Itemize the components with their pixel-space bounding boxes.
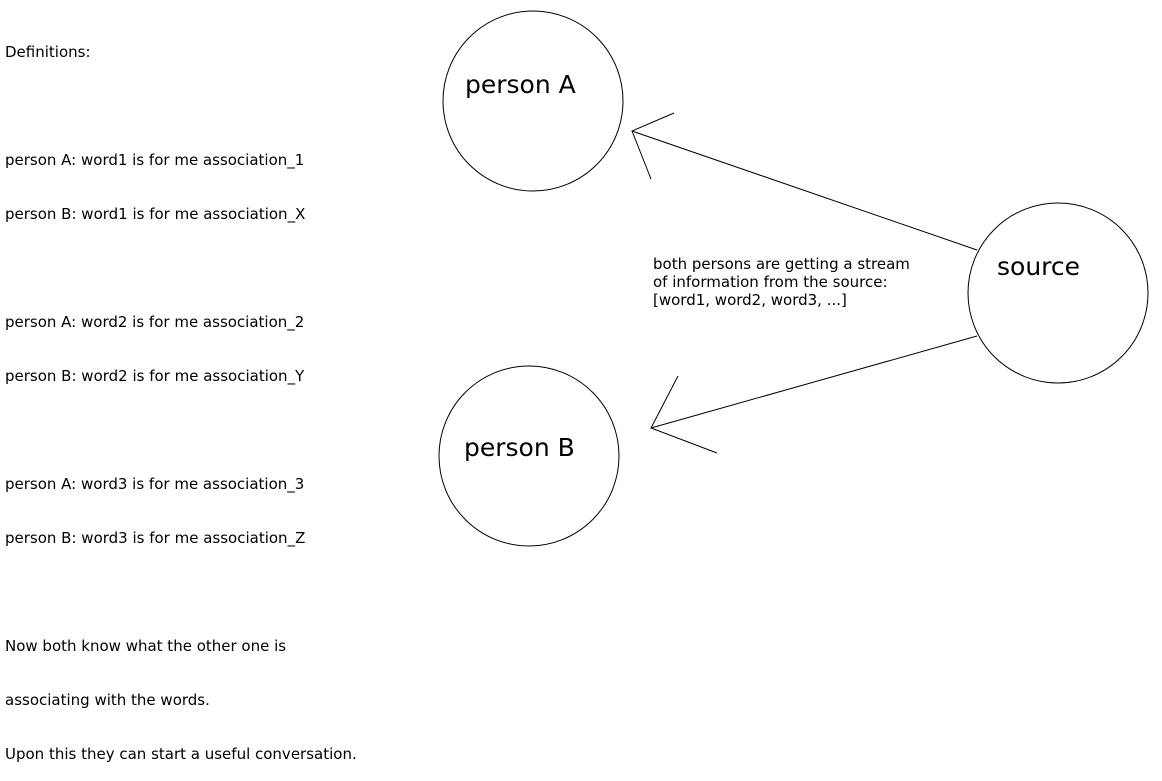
definitions-line: Upon this they can start a useful conver…	[5, 745, 357, 763]
definitions-line: associating with the words.	[5, 691, 210, 709]
definitions-line: person B: word2 is for me association_Y	[5, 367, 305, 385]
node-circle	[442, 10, 624, 192]
edge-line	[631, 130, 978, 251]
definitions-line: person A: word2 is for me association_2	[5, 313, 305, 331]
definitions-line: person B: word3 is for me association_Z	[5, 529, 306, 547]
definitions-line	[5, 583, 425, 601]
arrowhead-icon	[650, 375, 718, 454]
definitions-line: person A: word3 is for me association_3	[5, 475, 305, 493]
diagram-canvas: person A person B source both persons ar…	[438, 10, 1149, 547]
node-circle	[438, 365, 620, 547]
node-label: person A	[465, 70, 576, 99]
node-label: person B	[464, 433, 575, 462]
arrowhead-icon	[631, 112, 675, 180]
definitions-line: Definitions:	[5, 43, 91, 61]
node-person-a: person A	[442, 10, 624, 192]
note-line: both persons are getting a stream	[653, 255, 910, 273]
edge-source-to-person-b	[650, 335, 978, 454]
node-circle	[967, 202, 1149, 384]
edge-line	[650, 335, 978, 429]
note-line: [word1, word2, word3, ...]	[653, 291, 847, 309]
edge-source-to-person-a	[631, 112, 978, 251]
stream-note: both persons are getting a stream of inf…	[653, 255, 910, 309]
note-line: of information from the source:	[653, 273, 888, 291]
definitions-line: Now both know what the other one is	[5, 637, 287, 655]
node-label: source	[997, 252, 1080, 281]
definitions-line: person A: word1 is for me association_1	[5, 151, 305, 169]
node-source: source	[967, 202, 1149, 384]
node-person-b: person B	[438, 365, 620, 547]
definitions-line: person B: word1 is for me association_X	[5, 205, 306, 223]
